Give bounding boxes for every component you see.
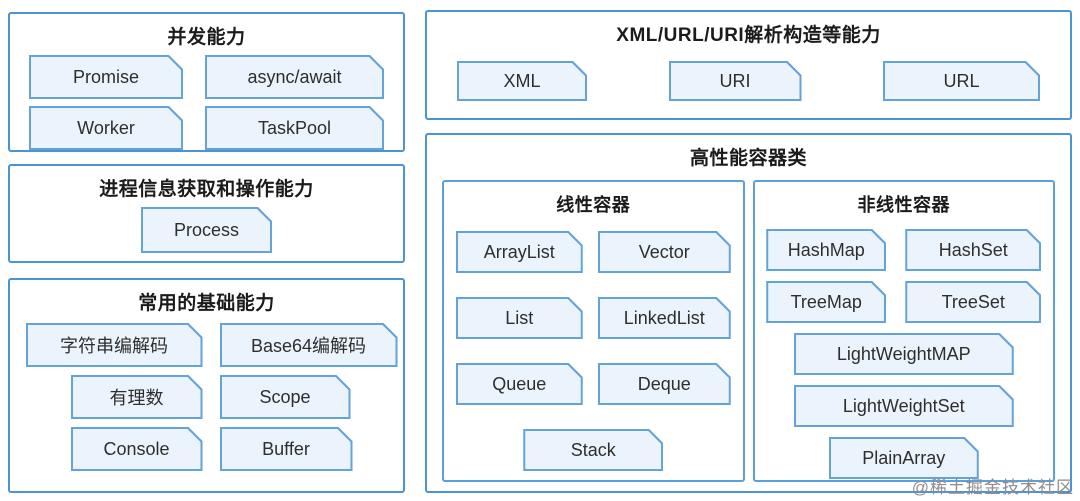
- chip-stack: Stack: [523, 429, 663, 471]
- chip-hashset-label: HashSet: [938, 239, 1008, 260]
- chip-arraylist: ArrayList: [456, 231, 583, 273]
- process-row: Process: [10, 207, 403, 253]
- chip-xml: XML: [457, 61, 587, 101]
- chip-queue-label: Queue: [492, 373, 547, 394]
- group-concurrency: 并发能力 Promise async/await Worker TaskPool: [8, 12, 405, 152]
- subgroup-nonlinear-title: 非线性容器: [857, 195, 950, 215]
- chip-linkedlist-label: LinkedList: [623, 307, 705, 328]
- chip-hashmap: HashMap: [766, 229, 886, 271]
- group-concurrency-title: 并发能力: [167, 27, 246, 48]
- chip-worker: Worker: [29, 106, 183, 150]
- chip-base64-codec: Base64编解码: [220, 323, 398, 367]
- nonlinear-row-5: PlainArray: [755, 437, 1054, 479]
- chip-vector-label: Vector: [638, 241, 690, 262]
- chip-treeset: TreeSet: [905, 281, 1041, 323]
- chip-hashset: HashSet: [905, 229, 1041, 271]
- nonlinear-row-1: HashMap HashSet: [755, 229, 1054, 271]
- group-containers-title: 高性能容器类: [689, 148, 807, 169]
- chip-list-label: List: [505, 307, 534, 328]
- linear-row-3: Queue Deque: [444, 363, 743, 405]
- chip-uri-label: URI: [719, 70, 751, 91]
- group-process-title: 进程信息获取和操作能力: [99, 179, 314, 200]
- basic-row-3: Console Buffer: [10, 427, 403, 471]
- linear-row-1: ArrayList Vector: [444, 231, 743, 273]
- chip-worker-label: Worker: [77, 117, 135, 138]
- chip-scope-label: Scope: [259, 386, 311, 407]
- group-basic: 常用的基础能力 字符串编解码 Base64编解码 有理数 Scope: [8, 278, 405, 493]
- chip-console-label: Console: [103, 438, 170, 459]
- chip-process: Process: [141, 207, 272, 253]
- nonlinear-row-3: LightWeightMAP: [755, 333, 1054, 375]
- chip-lightweightset-label: LightWeightSet: [842, 395, 965, 416]
- chip-lightweightmap-label: LightWeightMAP: [836, 343, 971, 364]
- chip-deque-label: Deque: [637, 373, 691, 394]
- linear-row-2: List LinkedList: [444, 297, 743, 339]
- chip-promise-label: Promise: [72, 66, 139, 87]
- group-containers: 高性能容器类 线性容器 ArrayList Vector List: [425, 133, 1072, 493]
- chip-plainarray-label: PlainArray: [862, 447, 946, 468]
- chip-promise: Promise: [29, 55, 183, 99]
- chip-scope: Scope: [220, 375, 351, 419]
- linear-row-4: Stack: [444, 429, 743, 471]
- watermark: @稀土掘金技术社区: [911, 478, 1074, 497]
- group-process: 进程信息获取和操作能力 Process: [8, 164, 405, 263]
- chip-vector: Vector: [598, 231, 731, 273]
- chip-queue: Queue: [456, 363, 583, 405]
- chip-plainarray: PlainArray: [829, 437, 979, 479]
- chip-linkedlist: LinkedList: [598, 297, 731, 339]
- xml-row: XML URI URL: [427, 61, 1070, 101]
- subgroup-linear-title: 线性容器: [556, 195, 631, 215]
- chip-console: Console: [71, 427, 203, 471]
- chip-base64-codec-label: Base64编解码: [250, 336, 367, 356]
- group-xml-url-uri: XML/URL/URI解析构造等能力 XML URI URL: [425, 10, 1072, 120]
- chip-rational: 有理数: [71, 375, 203, 419]
- chip-url: URL: [883, 61, 1040, 101]
- right-column: XML/URL/URI解析构造等能力 XML URI URL 高性能容器类 线性…: [425, 10, 1072, 493]
- chip-treeset-label: TreeSet: [941, 291, 1005, 312]
- chip-string-codec-label: 字符串编解码: [60, 336, 168, 356]
- chip-rational-label: 有理数: [109, 388, 164, 408]
- basic-row-2: 有理数 Scope: [10, 375, 403, 419]
- nonlinear-row-2: TreeMap TreeSet: [755, 281, 1054, 323]
- chip-async-await: async/await: [205, 55, 384, 99]
- chip-taskpool-label: TaskPool: [257, 117, 332, 138]
- chip-process-label: Process: [173, 219, 240, 240]
- chip-string-codec: 字符串编解码: [26, 323, 203, 367]
- nonlinear-row-4: LightWeightSet: [755, 385, 1054, 427]
- chip-async-await-label: async/await: [247, 66, 342, 87]
- group-basic-title: 常用的基础能力: [138, 293, 275, 314]
- chip-xml-label: XML: [503, 70, 541, 91]
- concurrency-row-1: Promise async/await: [10, 55, 403, 99]
- chip-treemap-label: TreeMap: [790, 291, 862, 312]
- chip-url-label: URL: [943, 70, 980, 91]
- chip-arraylist-label: ArrayList: [483, 241, 555, 262]
- group-xml-title: XML/URL/URI解析构造等能力: [616, 25, 881, 46]
- chip-hashmap-label: HashMap: [787, 239, 865, 260]
- chip-buffer-label: Buffer: [262, 438, 310, 459]
- subgroup-nonlinear: 非线性容器 HashMap HashSet TreeMap: [752, 180, 1055, 482]
- concurrency-row-2: Worker TaskPool: [10, 106, 403, 150]
- chip-list: List: [456, 297, 583, 339]
- chip-lightweightset: LightWeightSet: [794, 385, 1014, 427]
- chip-buffer: Buffer: [220, 427, 353, 471]
- chip-uri: URI: [669, 61, 802, 101]
- subgroup-linear: 线性容器 ArrayList Vector List: [442, 180, 745, 482]
- basic-row-1: 字符串编解码 Base64编解码: [10, 323, 403, 367]
- chip-deque: Deque: [598, 363, 731, 405]
- chip-treemap: TreeMap: [766, 281, 886, 323]
- chip-stack-label: Stack: [570, 439, 616, 460]
- chip-lightweightmap: LightWeightMAP: [794, 333, 1014, 375]
- containers-subwrap: 线性容器 ArrayList Vector List: [427, 180, 1070, 482]
- chip-taskpool: TaskPool: [205, 106, 384, 150]
- left-column: 并发能力 Promise async/await Worker TaskPool…: [8, 12, 405, 493]
